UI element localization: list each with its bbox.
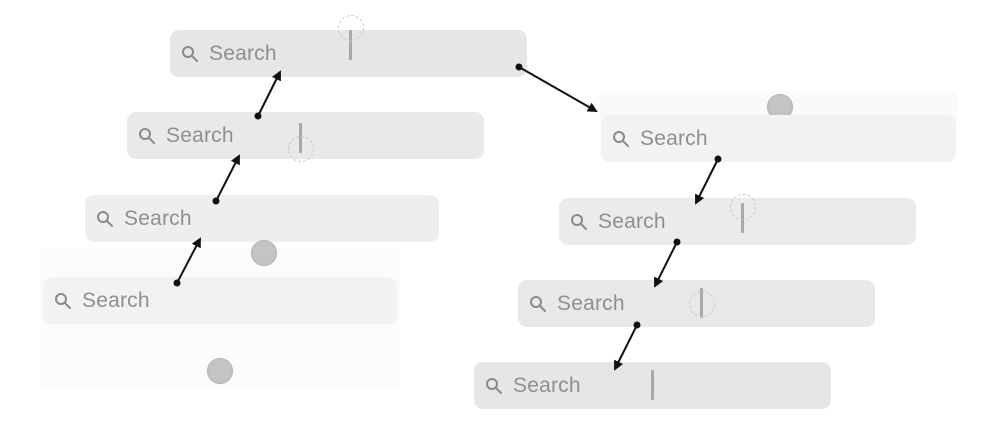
magnifying-glass-icon: [137, 126, 157, 146]
search-bar-right-3[interactable]: Search: [518, 280, 875, 327]
touch-point-icon: [207, 358, 233, 384]
text-caret: [349, 30, 352, 60]
arrow-left-2-to-3: [212, 154, 240, 205]
search-bar-left-2[interactable]: Search: [85, 195, 439, 242]
search-placeholder: Search: [640, 126, 708, 150]
arrow-right-2-to-3: [654, 238, 681, 288]
touch-point-icon: [689, 291, 715, 317]
search-placeholder: Search: [124, 206, 192, 230]
magnifying-glass-icon: [528, 294, 548, 314]
magnifying-glass-icon: [569, 212, 589, 232]
arrow-right-3-to-4: [614, 321, 641, 371]
search-placeholder: Search: [557, 291, 625, 315]
touch-point-icon: [338, 15, 364, 41]
magnifying-glass-icon: [484, 376, 504, 396]
arrow-left-3-to-4: [254, 70, 281, 120]
touch-point-icon: [288, 136, 314, 162]
touch-point-icon: [251, 240, 277, 266]
search-placeholder: Search: [166, 123, 234, 147]
arrow-left-to-right: [515, 63, 598, 112]
touch-point-icon: [730, 194, 756, 220]
search-placeholder: Search: [209, 41, 277, 65]
arrow-right-1-to-2: [695, 155, 722, 205]
search-placeholder: Search: [82, 288, 150, 312]
arrow-left-1-to-2: [173, 237, 201, 287]
search-bar-right-1[interactable]: Search: [601, 115, 956, 162]
magnifying-glass-icon: [53, 291, 73, 311]
magnifying-glass-icon: [95, 209, 115, 229]
magnifying-glass-icon: [180, 44, 200, 64]
search-placeholder: Search: [598, 209, 666, 233]
magnifying-glass-icon: [611, 129, 631, 149]
text-caret: [651, 370, 654, 400]
search-placeholder: Search: [513, 373, 581, 397]
search-bar-left-4[interactable]: Search: [170, 30, 527, 77]
search-bar-left-1[interactable]: Search: [43, 277, 397, 324]
